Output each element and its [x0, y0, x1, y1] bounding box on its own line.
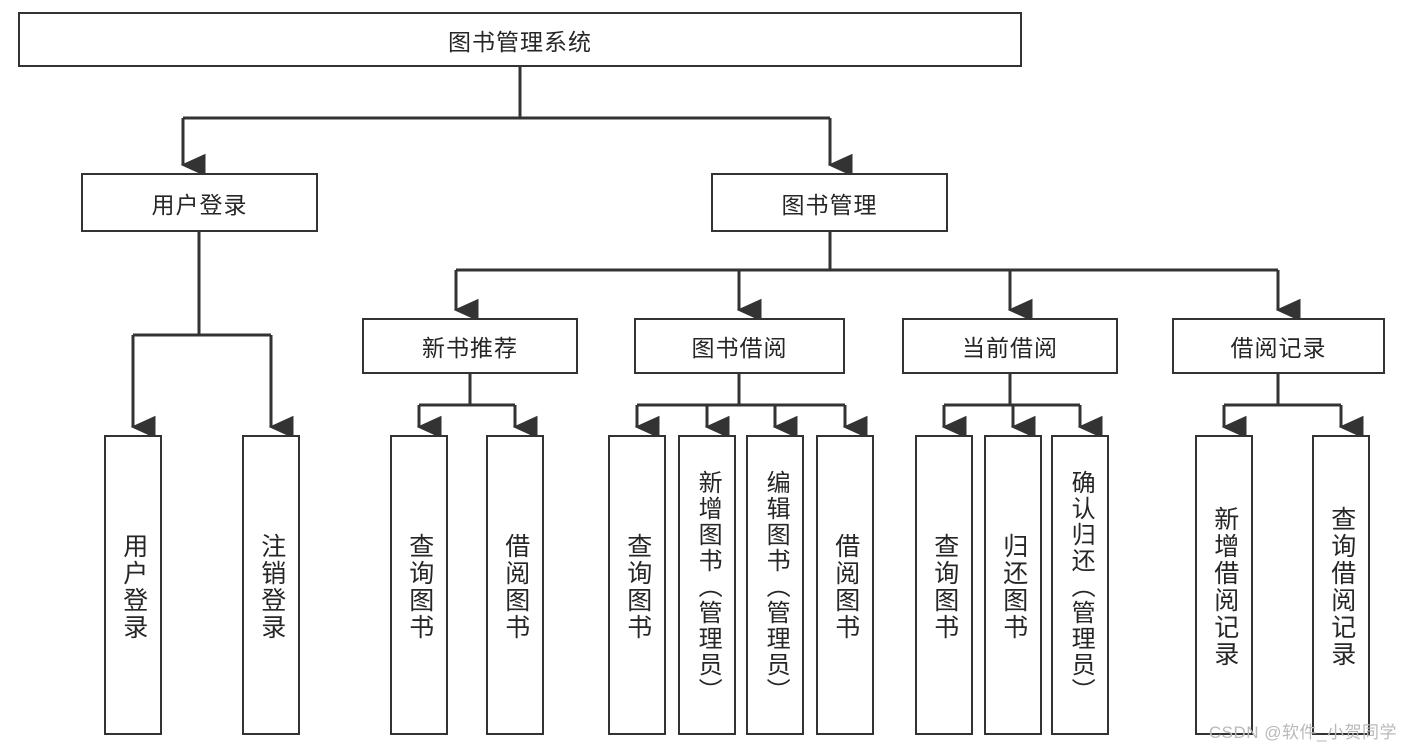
node-leaf-add-record-label: 新增借阅记录 [1210, 506, 1239, 668]
node-book-borrow-label: 图书借阅 [691, 335, 788, 361]
node-book-borrow[interactable]: 图书借阅 [634, 318, 845, 374]
node-leaf-return-book-label: 归还图书 [999, 533, 1028, 641]
node-book-manage-label: 图书管理 [781, 191, 878, 218]
node-leaf-query-book-2-label: 查询图书 [623, 533, 652, 641]
node-root[interactable]: 图书管理系统 [18, 12, 1022, 67]
node-leaf-query-book-1-label: 查询图书 [405, 533, 434, 641]
node-leaf-query-book-1[interactable]: 查询图书 [390, 435, 448, 735]
node-leaf-add-book-label: 新增图书（管理员） [694, 470, 722, 704]
node-leaf-query-book-3[interactable]: 查询图书 [915, 435, 973, 735]
node-current-borrow[interactable]: 当前借阅 [902, 318, 1118, 374]
node-leaf-borrow-book-1[interactable]: 借阅图书 [486, 435, 544, 735]
node-leaf-confirm-return-label: 确认归还（管理员） [1067, 470, 1095, 704]
node-leaf-query-record-label: 查询借阅记录 [1327, 506, 1356, 668]
node-leaf-add-record[interactable]: 新增借阅记录 [1195, 435, 1253, 735]
node-leaf-borrow-book-1-label: 借阅图书 [501, 533, 530, 641]
node-new-book-recommend-label: 新书推荐 [422, 335, 518, 361]
node-leaf-user-login-label: 用户登录 [119, 533, 148, 641]
node-leaf-user-login[interactable]: 用户登录 [104, 435, 162, 735]
node-leaf-user-logout-label: 注销登录 [257, 533, 286, 641]
node-leaf-add-book[interactable]: 新增图书（管理员） [678, 435, 736, 735]
node-leaf-query-book-3-label: 查询图书 [930, 533, 959, 641]
node-leaf-edit-book-label: 编辑图书（管理员） [762, 470, 790, 704]
node-leaf-confirm-return[interactable]: 确认归还（管理员） [1051, 435, 1109, 735]
node-leaf-query-book-2[interactable]: 查询图书 [608, 435, 666, 735]
node-leaf-return-book[interactable]: 归还图书 [984, 435, 1042, 735]
node-leaf-query-record[interactable]: 查询借阅记录 [1312, 435, 1370, 735]
node-leaf-borrow-book-2[interactable]: 借阅图书 [816, 435, 874, 735]
node-user-login[interactable]: 用户登录 [81, 173, 318, 232]
node-leaf-user-logout[interactable]: 注销登录 [242, 435, 300, 735]
node-book-manage[interactable]: 图书管理 [711, 173, 948, 232]
csdn-watermark: CSDN @软件_小贺同学 [1208, 723, 1397, 742]
node-user-login-label: 用户登录 [151, 191, 248, 218]
node-current-borrow-label: 当前借阅 [962, 335, 1058, 361]
node-leaf-borrow-book-2-label: 借阅图书 [831, 533, 860, 641]
node-root-label: 图书管理系统 [448, 28, 592, 55]
node-new-book-recommend[interactable]: 新书推荐 [362, 318, 578, 374]
node-borrow-record[interactable]: 借阅记录 [1172, 318, 1385, 374]
node-borrow-record-label: 借阅记录 [1230, 335, 1327, 361]
node-leaf-edit-book[interactable]: 编辑图书（管理员） [746, 435, 804, 735]
